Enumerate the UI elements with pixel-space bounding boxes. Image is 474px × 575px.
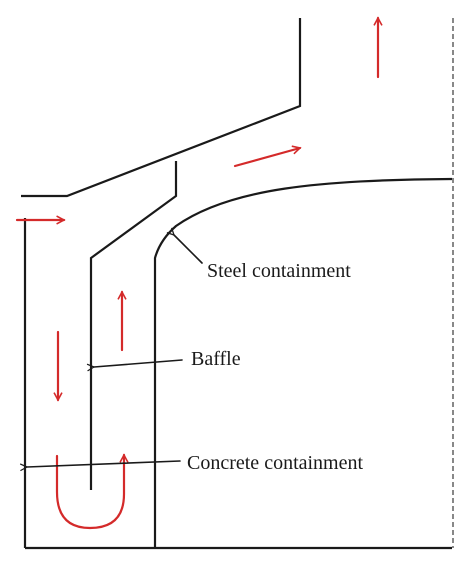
structure — [21, 18, 454, 550]
leaders — [19, 227, 203, 472]
label-steel-containment: Steel containment — [207, 260, 351, 282]
label-baffle: Baffle — [191, 348, 241, 370]
label-concrete-containment: Concrete containment — [187, 452, 363, 474]
labels: Steel containment Baffle Concrete contai… — [187, 260, 363, 474]
flow-arrow-outlet — [233, 148, 300, 168]
flow-arrow-u-turn — [55, 455, 124, 530]
steel-containment-wall — [153, 177, 453, 548]
leader-baffle — [86, 359, 183, 372]
leader-steel — [166, 227, 203, 264]
airflow-arrows — [15, 18, 378, 530]
leader-concrete — [19, 460, 181, 472]
baffle — [89, 161, 178, 490]
chimney-wall — [21, 18, 302, 198]
